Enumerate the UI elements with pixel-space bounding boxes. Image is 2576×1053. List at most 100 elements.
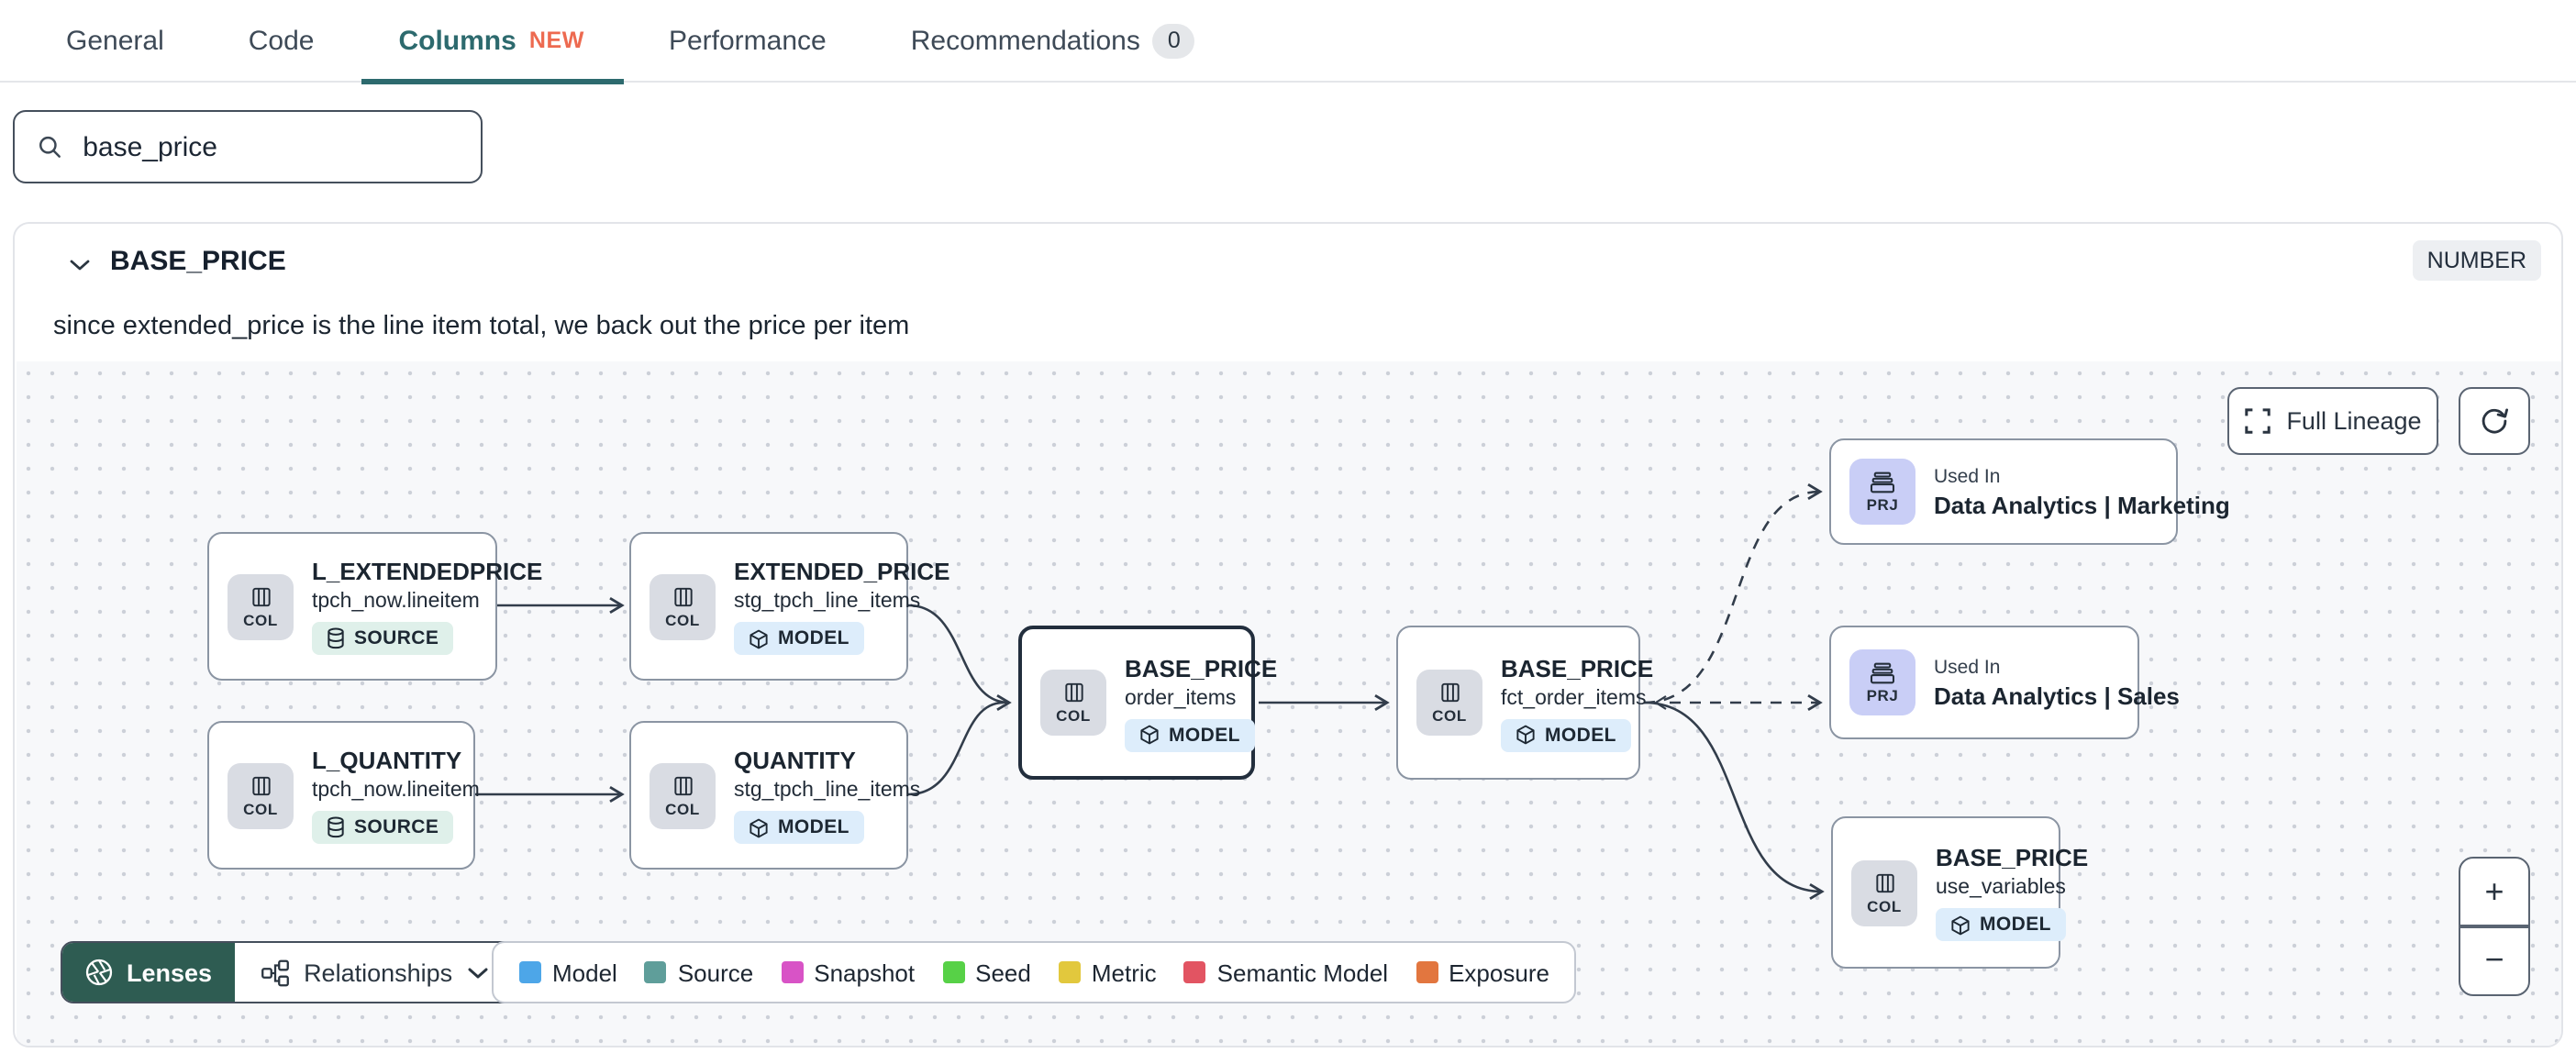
column-header: BASE_PRICE NUMBER bbox=[15, 224, 2561, 305]
node-subtitle: fct_order_items bbox=[1501, 687, 1647, 709]
database-icon bbox=[328, 627, 344, 649]
zoom-out-button[interactable]: − bbox=[2484, 941, 2504, 979]
new-badge: NEW bbox=[528, 28, 584, 53]
badge-label: MODEL bbox=[778, 627, 849, 649]
chevron-down-icon bbox=[467, 967, 487, 978]
model-badge: MODEL bbox=[1125, 718, 1255, 751]
column-chip: COL bbox=[228, 762, 294, 828]
tab-label: General bbox=[66, 25, 164, 56]
active-tab-underline bbox=[361, 78, 625, 83]
relationships-dropdown[interactable]: Relationships bbox=[234, 943, 513, 1002]
zoom-divider bbox=[2460, 925, 2528, 928]
resource-type-legend: Model Source Snapshot Seed Metric Semant… bbox=[492, 941, 1577, 1003]
chip-label: COL bbox=[1867, 896, 1902, 914]
tab-recommendations[interactable]: Recommendations 0 bbox=[911, 0, 1195, 82]
project-chip: PRJ bbox=[1849, 459, 1915, 525]
tab-label: Recommendations bbox=[910, 25, 1140, 56]
data-type-badge: NUMBER bbox=[2412, 240, 2541, 281]
tab-code[interactable]: Code bbox=[249, 0, 315, 82]
used-in-label: Used In bbox=[1934, 465, 2001, 487]
legend-swatch bbox=[1183, 961, 1206, 983]
full-lineage-button[interactable]: Full Lineage bbox=[2227, 387, 2438, 455]
expand-icon bbox=[2245, 408, 2271, 434]
legend-swatch bbox=[1058, 961, 1081, 983]
tab-label: Code bbox=[248, 25, 315, 56]
refresh-button[interactable] bbox=[2459, 387, 2530, 455]
column-description: since extended_price is the line item to… bbox=[53, 312, 910, 341]
cube-icon bbox=[749, 628, 768, 648]
full-lineage-label: Full Lineage bbox=[2286, 407, 2422, 435]
node-subtitle: stg_tpch_line_items bbox=[734, 780, 921, 802]
column-chip: COL bbox=[650, 762, 716, 828]
badge-label: SOURCE bbox=[354, 816, 439, 838]
chip-label: COL bbox=[243, 610, 278, 628]
project-stack-icon bbox=[1870, 661, 1895, 683]
lineage-node-used-in-marketing[interactable]: PRJ Used In Data Analytics | Marketing bbox=[1829, 438, 2230, 545]
cube-icon bbox=[749, 817, 768, 837]
chip-label: PRJ bbox=[1866, 494, 1899, 513]
columns-icon bbox=[673, 586, 692, 606]
model-badge: MODEL bbox=[734, 811, 864, 844]
node-subtitle: tpch_now.lineitem bbox=[312, 780, 480, 802]
column-search[interactable] bbox=[13, 110, 483, 183]
lineage-node-extended-price[interactable]: COL EXTENDED_PRICE stg_tpch_line_items M… bbox=[629, 532, 950, 681]
column-detail-panel: BASE_PRICE NUMBER since extended_price i… bbox=[13, 222, 2563, 1047]
node-subtitle: tpch_now.lineitem bbox=[312, 591, 480, 613]
lineage-node-base-price-use-variables[interactable]: COL BASE_PRICE use_variables MODEL bbox=[1831, 816, 2088, 969]
search-input[interactable] bbox=[79, 129, 459, 164]
columns-icon bbox=[673, 775, 692, 795]
cube-icon bbox=[1951, 914, 1970, 935]
lineage-node-base-price-fct-order-items[interactable]: COL BASE_PRICE fct_order_items MODEL bbox=[1396, 626, 1653, 780]
node-title: Data Analytics | Marketing bbox=[1934, 491, 2230, 518]
tab-performance[interactable]: Performance bbox=[669, 0, 827, 82]
lineage-node-l-extendedprice[interactable]: COL L_EXTENDEDPRICE tpch_now.lineitem SO… bbox=[207, 532, 542, 681]
tab-bar: General Code Columns NEW Performance Rec… bbox=[0, 0, 2576, 83]
badge-label: MODEL bbox=[1545, 724, 1616, 746]
node-subtitle: stg_tpch_line_items bbox=[734, 591, 921, 613]
project-chip: PRJ bbox=[1849, 649, 1915, 715]
tab-columns[interactable]: Columns NEW bbox=[361, 0, 625, 83]
legend-swatch bbox=[1416, 961, 1438, 983]
collapse-chevron-icon[interactable] bbox=[62, 248, 95, 281]
column-name: BASE_PRICE bbox=[110, 246, 286, 277]
legend-swatch bbox=[644, 961, 667, 983]
column-chip: COL bbox=[1851, 859, 1917, 926]
node-title: Data Analytics | Sales bbox=[1934, 682, 2180, 709]
lenses-button[interactable]: Lenses bbox=[62, 943, 235, 1002]
database-icon bbox=[328, 816, 344, 838]
node-subtitle: order_items bbox=[1125, 687, 1237, 709]
aperture-icon bbox=[85, 959, 113, 986]
cube-icon bbox=[1516, 725, 1535, 745]
chip-label: COL bbox=[1056, 706, 1091, 725]
columns-icon bbox=[251, 586, 270, 606]
node-title: BASE_PRICE bbox=[1501, 654, 1654, 682]
node-title: QUANTITY bbox=[734, 747, 856, 774]
model-badge: MODEL bbox=[1936, 908, 2066, 941]
node-subtitle: use_variables bbox=[1936, 877, 2066, 899]
legend-item-seed: Seed bbox=[942, 959, 1031, 986]
lineage-node-quantity[interactable]: COL QUANTITY stg_tpch_line_items MODEL bbox=[629, 721, 920, 870]
legend-item-semantic-model: Semantic Model bbox=[1183, 959, 1388, 986]
zoom-in-button[interactable]: + bbox=[2484, 872, 2504, 910]
tab-label: Performance bbox=[668, 25, 827, 56]
lenses-toolbar: Lenses Relationships bbox=[61, 941, 516, 1003]
chip-label: COL bbox=[665, 610, 700, 628]
column-chip: COL bbox=[1416, 670, 1482, 736]
tab-general[interactable]: General bbox=[66, 0, 164, 82]
node-title: BASE_PRICE bbox=[1125, 654, 1278, 682]
chip-label: PRJ bbox=[1866, 685, 1899, 704]
used-in-label: Used In bbox=[1934, 656, 2001, 678]
tab-label: Columns bbox=[398, 25, 516, 56]
node-title: BASE_PRICE bbox=[1936, 844, 2089, 871]
lenses-label: Lenses bbox=[127, 959, 213, 986]
relationships-icon bbox=[261, 959, 288, 986]
zoom-control: + − bbox=[2459, 857, 2530, 996]
lineage-canvas[interactable]: COL L_EXTENDEDPRICE tpch_now.lineitem SO… bbox=[17, 361, 2561, 1046]
lineage-node-used-in-sales[interactable]: PRJ Used In Data Analytics | Sales bbox=[1829, 626, 2180, 739]
lineage-node-l-quantity[interactable]: COL L_QUANTITY tpch_now.lineitem SOURCE bbox=[207, 721, 480, 870]
legend-swatch bbox=[942, 961, 965, 983]
legend-item-model: Model bbox=[519, 959, 617, 986]
relationships-label: Relationships bbox=[304, 959, 453, 986]
badge-label: SOURCE bbox=[354, 627, 439, 649]
lineage-node-base-price-order-items[interactable]: COL BASE_PRICE order_items MODEL bbox=[1018, 626, 1277, 780]
